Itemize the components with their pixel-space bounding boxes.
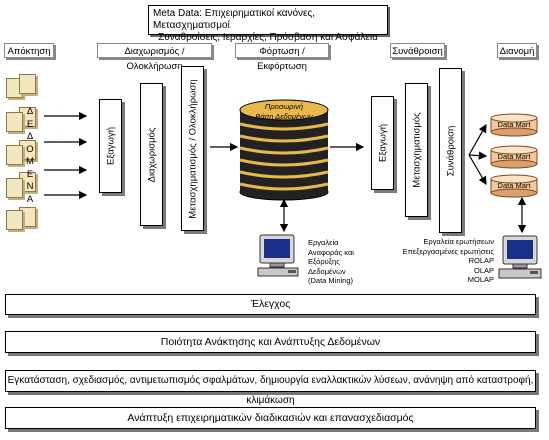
header-loading: Φόρτωση / Εκφόρτωση bbox=[235, 43, 329, 72]
database-label-line1: Προσωρινή bbox=[264, 102, 304, 111]
computer-icon bbox=[498, 235, 542, 279]
document-icon bbox=[6, 112, 23, 132]
data-letter: Δ bbox=[26, 131, 34, 142]
header-aggregation: Συνάθροιση bbox=[390, 43, 445, 58]
document-icon bbox=[19, 74, 36, 94]
data-letter: Ο bbox=[26, 143, 34, 155]
data-letter: Ε bbox=[26, 118, 34, 130]
extraction-label: Εξαγωγή bbox=[105, 126, 116, 166]
separation-label: Διαχωρισμός bbox=[146, 127, 157, 182]
reporting-tools-line: Δεδομένων bbox=[308, 266, 346, 276]
staging-database-icon bbox=[239, 99, 329, 201]
query-tools-line: Εργαλεία ερωτήσεων bbox=[423, 237, 494, 246]
reporting-tools-line: Εργαλεία bbox=[308, 238, 339, 247]
query-tools-line: ROLAP bbox=[468, 256, 494, 265]
query-tools-line: Επεξεργασμένες ερωτήσεις bbox=[402, 246, 494, 256]
meta-line-2: Συναθροίσεις, Ιεραρχίες, Πρόσβαση και Ασ… bbox=[158, 32, 378, 43]
query-tools-line: OLAP bbox=[473, 265, 494, 275]
data-letter: Ν bbox=[26, 181, 34, 192]
control-bar: Έλεγχος bbox=[5, 294, 536, 315]
installation-bar: Εγκατάσταση, σχεδιασμός, αντιμετωπισμός … bbox=[5, 370, 536, 406]
quality-bar: Ποιότητα Ανάκτησης και Ανάπτυξης Δεδομέν… bbox=[5, 331, 536, 353]
computer-icon bbox=[257, 234, 299, 277]
extraction-box: Εξαγωγή bbox=[99, 99, 122, 193]
data-mart-label: Data Mart bbox=[497, 120, 531, 129]
query-tools-label: Εργαλεία ερωτήσεων Επεξεργασμένες ερωτήσ… bbox=[398, 237, 494, 285]
reporting-tools-line: Εξόρυξης bbox=[308, 257, 340, 266]
transform2-label: Μετασχηματισμός bbox=[411, 112, 422, 188]
meta-line-1: Meta Data: Επιχειρηματικοί κανόνες, Μετα… bbox=[153, 8, 316, 31]
document-icon bbox=[6, 178, 23, 198]
database-label-line2: Βάση Δεδομένων bbox=[255, 111, 313, 121]
data-mart-cylinder-icon bbox=[490, 145, 538, 169]
transform-integrate-box: Μετασχηματισμός / Ολοκλήρωση bbox=[181, 66, 204, 231]
reporting-tools-line: (Data Mining) bbox=[308, 276, 354, 285]
data-mart-cylinder-icon bbox=[490, 113, 538, 137]
extraction2-label: Εξαγωγή bbox=[377, 123, 388, 163]
document-icon bbox=[6, 210, 23, 230]
data-mart-label: Data Mart bbox=[497, 152, 531, 161]
data-letter: Α bbox=[26, 193, 34, 205]
header-separation: Διαχωρισμός / Ολοκλήρωση bbox=[97, 43, 212, 72]
data-letter: Ε bbox=[26, 168, 34, 180]
extraction2-box: Εξαγωγή bbox=[371, 96, 394, 190]
data-letter: Δ bbox=[26, 106, 34, 117]
header-acquisition: Απόκτηση bbox=[4, 43, 54, 58]
transform2-box: Μετασχηματισμός bbox=[405, 83, 428, 217]
transform-integrate-label: Μετασχηματισμός / Ολοκλήρωση bbox=[187, 78, 198, 219]
document-icon bbox=[6, 145, 23, 165]
header-distribution: Διανομή bbox=[497, 43, 537, 58]
reporting-tools-line: Αναφοράς και bbox=[308, 247, 354, 257]
data-vertical-label: Δ Ε Δ Ο Μ Ε Ν Α bbox=[24, 106, 36, 206]
reporting-tools-label: Εργαλεία Αναφοράς και Εξόρυξης Δεδομένων… bbox=[308, 238, 368, 286]
process-development-bar: Ανάπτυξη επιχειρηματικών διαδικασιών και… bbox=[5, 407, 536, 429]
meta-data-box: Meta Data: Επιχειρηματικοί κανόνες, Μετα… bbox=[148, 5, 388, 43]
data-mart-cylinder-icon bbox=[490, 174, 538, 198]
separation-box: Διαχωρισμός bbox=[140, 83, 163, 226]
data-letter: Μ bbox=[26, 156, 34, 167]
aggregation-box: Συνάθροιση bbox=[439, 68, 462, 233]
aggregation-label: Συνάθροιση bbox=[445, 125, 456, 176]
database-label: Προσωρινή Βάση Δεδομένων bbox=[247, 102, 321, 121]
query-tools-line: MOLAP bbox=[467, 275, 494, 284]
data-mart-label: Data Mart bbox=[497, 181, 531, 190]
